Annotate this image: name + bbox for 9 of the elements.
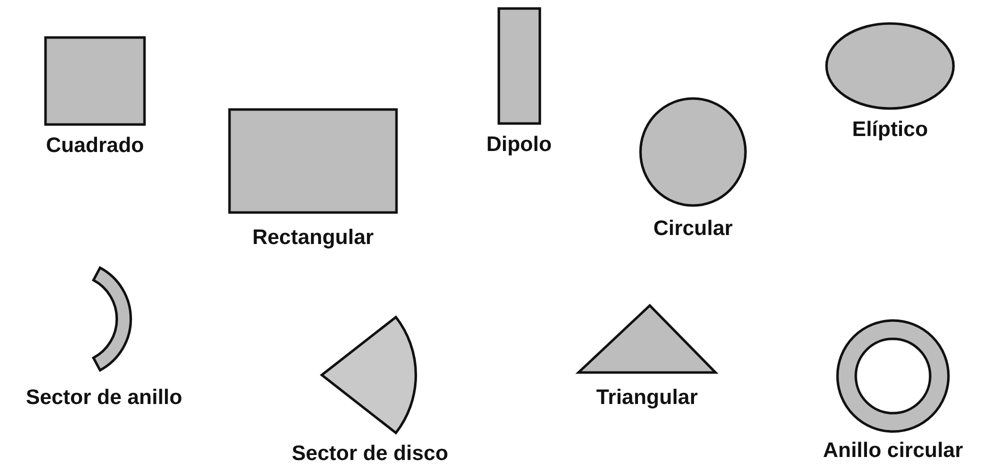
- shape-caption: Triangular: [596, 386, 698, 410]
- shape-caption: Dipolo: [486, 133, 552, 156]
- shape-caption: Rectangular: [252, 226, 374, 250]
- shape-caption: Cuadrado: [46, 134, 144, 158]
- shape-caption: Sector de disco: [292, 442, 448, 466]
- shape-caption: Anillo circular: [822, 439, 964, 462]
- shape-caption: Elíptico: [852, 118, 928, 142]
- shape-caption: Sector de anillo: [26, 386, 182, 410]
- shape-caption: Circular: [653, 217, 733, 240]
